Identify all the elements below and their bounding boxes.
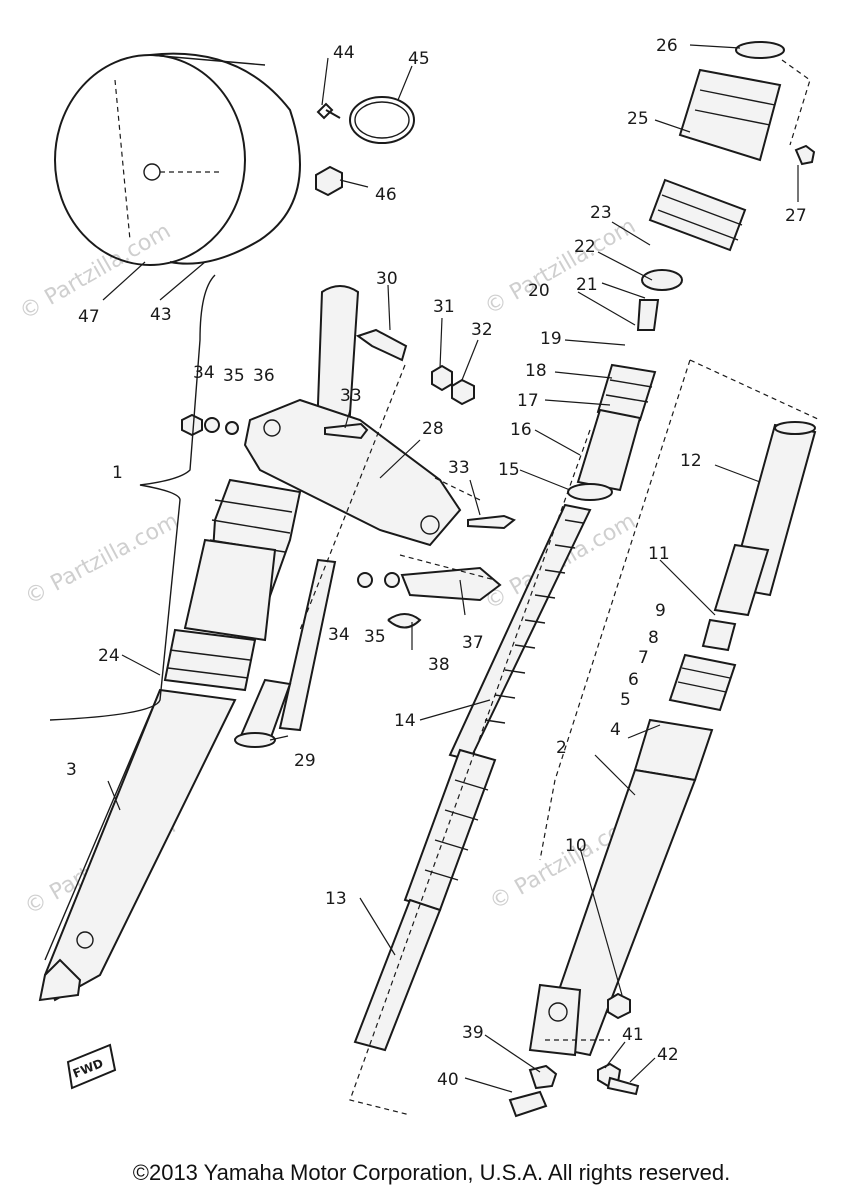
callout-47: 47	[78, 307, 100, 327]
callout-23: 23	[590, 203, 612, 223]
callout-34a: 34	[193, 363, 215, 383]
copyright-notice: ©2013 Yamaha Motor Corporation, U.S.A. A…	[132, 1160, 731, 1185]
callout-9: 9	[655, 601, 666, 621]
callout-35b: 35	[364, 627, 386, 647]
callout-1: 1	[112, 463, 123, 483]
alignment-lines	[49, 274, 821, 1116]
callout-22: 22	[574, 237, 596, 257]
callout-30: 30	[376, 269, 398, 289]
callout-35a: 35	[223, 366, 245, 386]
callout-32: 32	[471, 320, 493, 340]
callout-31: 31	[433, 297, 455, 317]
left-fork-assembly	[38, 285, 462, 1002]
callout-45: 45	[408, 49, 430, 69]
small-hardware-top	[315, 96, 415, 197]
watermark: © Partzilla.com	[481, 214, 641, 321]
leader-lines	[102, 44, 799, 1093]
callout-36: 36	[253, 366, 275, 386]
callout-20: 20	[528, 281, 550, 301]
callout-11: 11	[648, 544, 670, 564]
callout-29: 29	[294, 751, 316, 771]
fork-boot-upper	[636, 41, 816, 331]
callout-26: 26	[656, 36, 678, 56]
damper-rod	[234, 558, 337, 748]
inner-tube-and-spring	[353, 363, 657, 1052]
callout-37: 37	[462, 633, 484, 653]
callout-27: 27	[785, 206, 807, 226]
callout-6: 6	[628, 670, 639, 690]
callout-3: 3	[66, 760, 77, 780]
callout-24: 24	[98, 646, 120, 666]
fwd-badge: FWD	[66, 1043, 117, 1090]
callout-46: 46	[375, 185, 397, 205]
callout-2: 2	[556, 738, 567, 758]
callout-38: 38	[428, 655, 450, 675]
callout-8: 8	[648, 628, 659, 648]
callout-39: 39	[462, 1023, 484, 1043]
callout-33a: 33	[340, 386, 362, 406]
callout-17: 17	[517, 391, 539, 411]
callout-14: 14	[394, 711, 416, 731]
callout-5: 5	[620, 690, 631, 710]
callout-28: 28	[422, 419, 444, 439]
callout-34b: 34	[328, 625, 350, 645]
callout-18: 18	[525, 361, 547, 381]
callout-33b: 33	[448, 458, 470, 478]
callout-25: 25	[627, 109, 649, 129]
callout-13: 13	[325, 889, 347, 909]
callout-10: 10	[565, 836, 587, 856]
right-fork-assembly	[508, 421, 817, 1118]
callout-19: 19	[540, 329, 562, 349]
callout-41: 41	[622, 1025, 644, 1045]
callout-44: 44	[333, 43, 355, 63]
callout-7: 7	[638, 648, 649, 668]
callout-12: 12	[680, 451, 702, 471]
callout-40: 40	[437, 1070, 459, 1090]
callout-21: 21	[576, 275, 598, 295]
callout-4: 4	[610, 720, 621, 740]
watermark: © Partzilla.com	[21, 509, 183, 611]
callout-15: 15	[498, 460, 520, 480]
callout-numbers: 1 2 3 4 5 6 7 8 9 10 11 12 13 14 15 16 1…	[66, 36, 807, 1090]
callout-42: 42	[657, 1045, 679, 1065]
headlight-shell	[54, 52, 301, 266]
callout-43: 43	[150, 305, 172, 325]
callout-16: 16	[510, 420, 532, 440]
